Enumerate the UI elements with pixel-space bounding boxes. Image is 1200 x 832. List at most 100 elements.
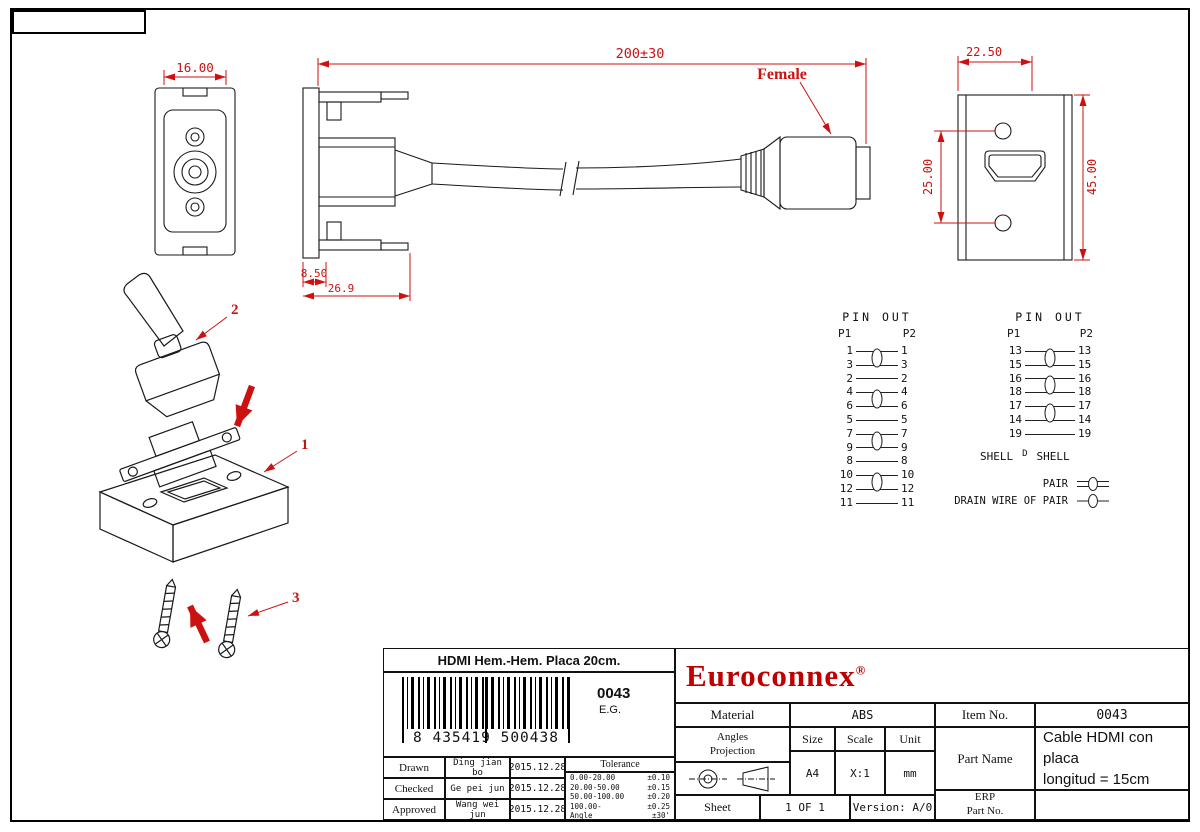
pin-wire xyxy=(1022,399,1078,413)
pinout-columns: P1 P2 xyxy=(1002,327,1098,344)
pin-p2: 19 xyxy=(1078,426,1092,440)
pin-p2: 7 xyxy=(901,426,908,440)
pin-wire xyxy=(853,385,901,399)
sheet-label: Sheet xyxy=(675,795,760,820)
pin-p1: 19 xyxy=(1008,426,1022,440)
part-name-value: Cable HDMI con placa longitud = 15cm xyxy=(1035,727,1189,790)
title-block: HDMI Hem.-Hem. Placa 20cm. 8 435419 5004… xyxy=(383,648,1189,820)
pin-p1: 7 xyxy=(846,426,853,440)
projection-symbol-cell xyxy=(675,762,790,795)
barcode-guard xyxy=(568,677,570,743)
scale-value: X:1 xyxy=(835,751,885,795)
shell-left-label: SHELL xyxy=(980,449,1014,463)
tolerance-row: 100.00-±0.25 xyxy=(570,801,670,811)
pin-wire xyxy=(1022,427,1078,441)
pin-wire xyxy=(853,468,901,482)
pin-p2: 1 xyxy=(901,344,908,357)
callout-3: 3 xyxy=(292,590,300,606)
pin-p1: 6 xyxy=(846,399,853,413)
pin-p1: 4 xyxy=(846,385,853,399)
erp-part-no-value xyxy=(1035,790,1189,820)
rear-view xyxy=(957,94,1073,261)
pinout-title: PIN OUT xyxy=(1015,310,1085,324)
material-value: ABS xyxy=(790,703,935,727)
pin-p2: 12 xyxy=(901,481,915,495)
tolerance-row: 0.00-20.00±0.10 xyxy=(570,773,670,782)
pin-p1: 14 xyxy=(1008,412,1022,426)
tolerance-row: Angle±30' xyxy=(570,811,670,820)
pin-p2: 3 xyxy=(901,357,908,371)
barcode-digits: 8 435419 500438 xyxy=(413,730,559,746)
dimension-lines xyxy=(163,56,1090,644)
sheet-value: 1 OF 1 xyxy=(760,795,850,820)
dim-hole-spacing: 25.00 xyxy=(921,159,935,195)
scale-label: Scale xyxy=(835,727,885,751)
pin-wire xyxy=(853,344,901,358)
dim-plate-depth: 8.50 xyxy=(301,267,328,280)
pin-p2: 8 xyxy=(901,454,908,468)
barcode-item-code: 0043 xyxy=(597,685,631,702)
dimension-labels: 16.00 200±30 Female 8.50 26.9 22.50 25.0… xyxy=(176,45,1099,606)
dim-rear-offset: 22.50 xyxy=(966,45,1002,59)
checked-date: 2015.12.28 xyxy=(510,778,565,799)
callout-1: 1 xyxy=(301,437,309,453)
drain-label: DRAIN WIRE OF PAIR xyxy=(954,495,1068,508)
checked-label: Checked xyxy=(383,778,445,799)
pin-p2: 10 xyxy=(901,468,915,482)
shell-row: SHELL D SHELL xyxy=(980,449,1112,463)
pin-p2: 15 xyxy=(1078,357,1092,371)
pin-p1: 15 xyxy=(1008,357,1022,371)
shell-right-label: SHELL xyxy=(1036,449,1070,463)
pin-p2: 14 xyxy=(1078,412,1092,426)
pin-p1: 5 xyxy=(846,412,853,426)
pin-p1: 10 xyxy=(839,468,853,482)
registered-mark: ® xyxy=(855,662,867,678)
pin-p1: 9 xyxy=(846,440,853,454)
tolerance-title: Tolerance xyxy=(565,757,675,772)
unit-label: Unit xyxy=(885,727,935,751)
pin-p1: 16 xyxy=(1008,371,1022,385)
pinout-col-p2: P2 xyxy=(902,327,916,340)
pin-p2: 6 xyxy=(901,399,908,413)
pinout-col-p2: P2 xyxy=(1079,327,1093,340)
angles-projection-label: Angles Projection xyxy=(675,727,790,762)
pin-p2: 13 xyxy=(1078,344,1092,357)
pin-wire xyxy=(1022,344,1078,358)
barcode-guard xyxy=(402,677,404,743)
approved-date: 2015.12.28 xyxy=(510,799,565,820)
pin-p1: 2 xyxy=(846,371,853,385)
pin-p2: 4 xyxy=(901,385,908,399)
drawn-name: Ding jian bo xyxy=(445,757,510,778)
tolerance-table: 0.00-20.00±0.10 20.00-50.00±0.15 50.00-1… xyxy=(565,772,675,820)
pin-wire xyxy=(853,454,901,468)
tolerance-row: 20.00-50.00±0.15 xyxy=(570,782,670,792)
version-value: Version: A/0 xyxy=(850,795,935,820)
dim-rear-height: 45.00 xyxy=(1085,159,1099,195)
item-no-label: Item No. xyxy=(935,703,1035,727)
pin-p1: 3 xyxy=(846,357,853,371)
pin-p2: 18 xyxy=(1078,385,1092,399)
material-label: Material xyxy=(675,703,790,727)
drain-wire-icon xyxy=(1077,494,1109,509)
callout-2: 2 xyxy=(231,302,239,318)
barcode-initials: E.G. xyxy=(599,704,622,716)
twisted-pair-icon xyxy=(1077,477,1109,492)
approved-name: Wang wei jun xyxy=(445,799,510,820)
dim-tab-width: 26.9 xyxy=(328,282,355,295)
approved-label: Approved xyxy=(383,799,445,820)
item-no-value: 0043 xyxy=(1035,703,1189,727)
unit-value: mm xyxy=(885,751,935,795)
checked-name: Ge pei jun xyxy=(445,778,510,799)
drawn-label: Drawn xyxy=(383,757,445,778)
side-view xyxy=(302,87,871,259)
erp-part-no-label: ERP Part No. xyxy=(935,790,1035,820)
pin-p2: 16 xyxy=(1078,371,1092,385)
